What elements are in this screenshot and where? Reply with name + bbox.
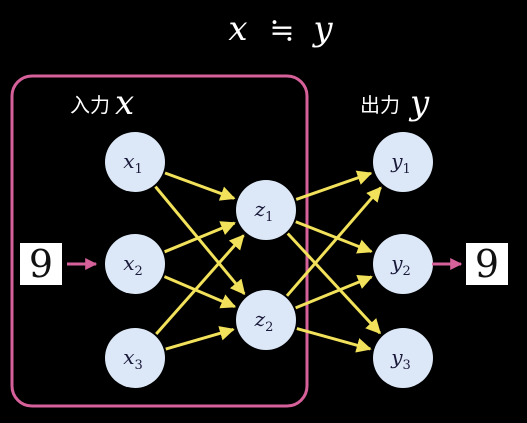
input-node-3-circle xyxy=(105,328,165,388)
output-node-2-circle xyxy=(373,234,433,294)
output-node-1-circle xyxy=(373,132,433,192)
edge-input-node-1-to-hidden-node-2 xyxy=(154,185,246,295)
equation-right: y xyxy=(311,9,333,49)
edge-hidden-node-1-to-output-node-1 xyxy=(295,170,373,201)
edge-hidden-node-2-to-output-node-2 xyxy=(295,275,373,310)
edge-hidden-node-2-to-output-node-1 xyxy=(285,186,382,297)
input-digit-image xyxy=(20,243,62,285)
output-node-2: y2 xyxy=(373,234,433,294)
output-digit-glyph: 9 xyxy=(475,242,499,286)
input-node-3: x3 xyxy=(105,328,165,388)
output-label-var: y xyxy=(408,83,430,123)
edge-input-node-1-to-hidden-node-1 xyxy=(164,171,236,201)
edge-input-node-3-to-hidden-node-2 xyxy=(165,326,235,351)
edge-hidden-node-1-to-output-node-3 xyxy=(286,232,382,335)
output-node-1: y1 xyxy=(373,132,433,192)
hidden-node-1-circle xyxy=(236,180,296,240)
hidden-node-2: z2 xyxy=(236,290,296,350)
input-label-text: 入力 xyxy=(70,93,110,117)
edges-group xyxy=(154,170,382,353)
hidden-node-2-circle xyxy=(236,290,296,350)
header-equation: x ≒ y xyxy=(228,9,333,49)
edge-hidden-node-2-to-output-node-3 xyxy=(296,327,372,353)
output-digit-image xyxy=(466,243,508,285)
input-node-2: x2 xyxy=(105,234,165,294)
edge-hidden-node-1-to-output-node-2 xyxy=(295,220,373,254)
input-node-1-circle xyxy=(105,132,165,192)
nodes-group: x1 x2 x3 z1 z2 y1 y2 y3 xyxy=(105,132,433,388)
input-box-frame xyxy=(10,74,309,408)
input-node-1: x1 xyxy=(105,132,165,192)
equation-left: x xyxy=(228,9,247,49)
input-digit-glyph: 9 xyxy=(29,242,53,286)
hidden-node-1: z1 xyxy=(236,180,296,240)
edge-input-node-3-to-hidden-node-1 xyxy=(155,234,245,336)
edge-input-node-2-to-hidden-node-1 xyxy=(164,221,236,254)
output-node-3-circle xyxy=(373,328,433,388)
equation-symbol: ≒ xyxy=(269,13,294,48)
output-node-3: y3 xyxy=(373,328,433,388)
input-label-var: x xyxy=(115,83,134,123)
output-label-text: 出力 xyxy=(360,93,400,117)
input-node-2-circle xyxy=(105,234,165,294)
edge-input-node-2-to-hidden-node-2 xyxy=(163,275,237,309)
